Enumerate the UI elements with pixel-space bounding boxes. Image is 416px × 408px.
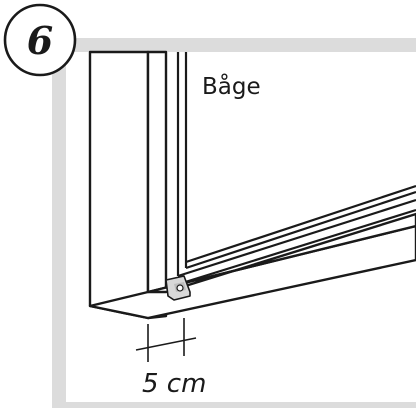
mounting-bracket-icon (165, 275, 191, 301)
dimension-label: 5 cm (142, 369, 206, 399)
dimension-indicator (135, 318, 197, 362)
step-number: 6 (27, 18, 53, 63)
sash (165, 52, 416, 290)
step-badge: 6 (3, 3, 77, 77)
sash-label: Båge (202, 72, 261, 100)
